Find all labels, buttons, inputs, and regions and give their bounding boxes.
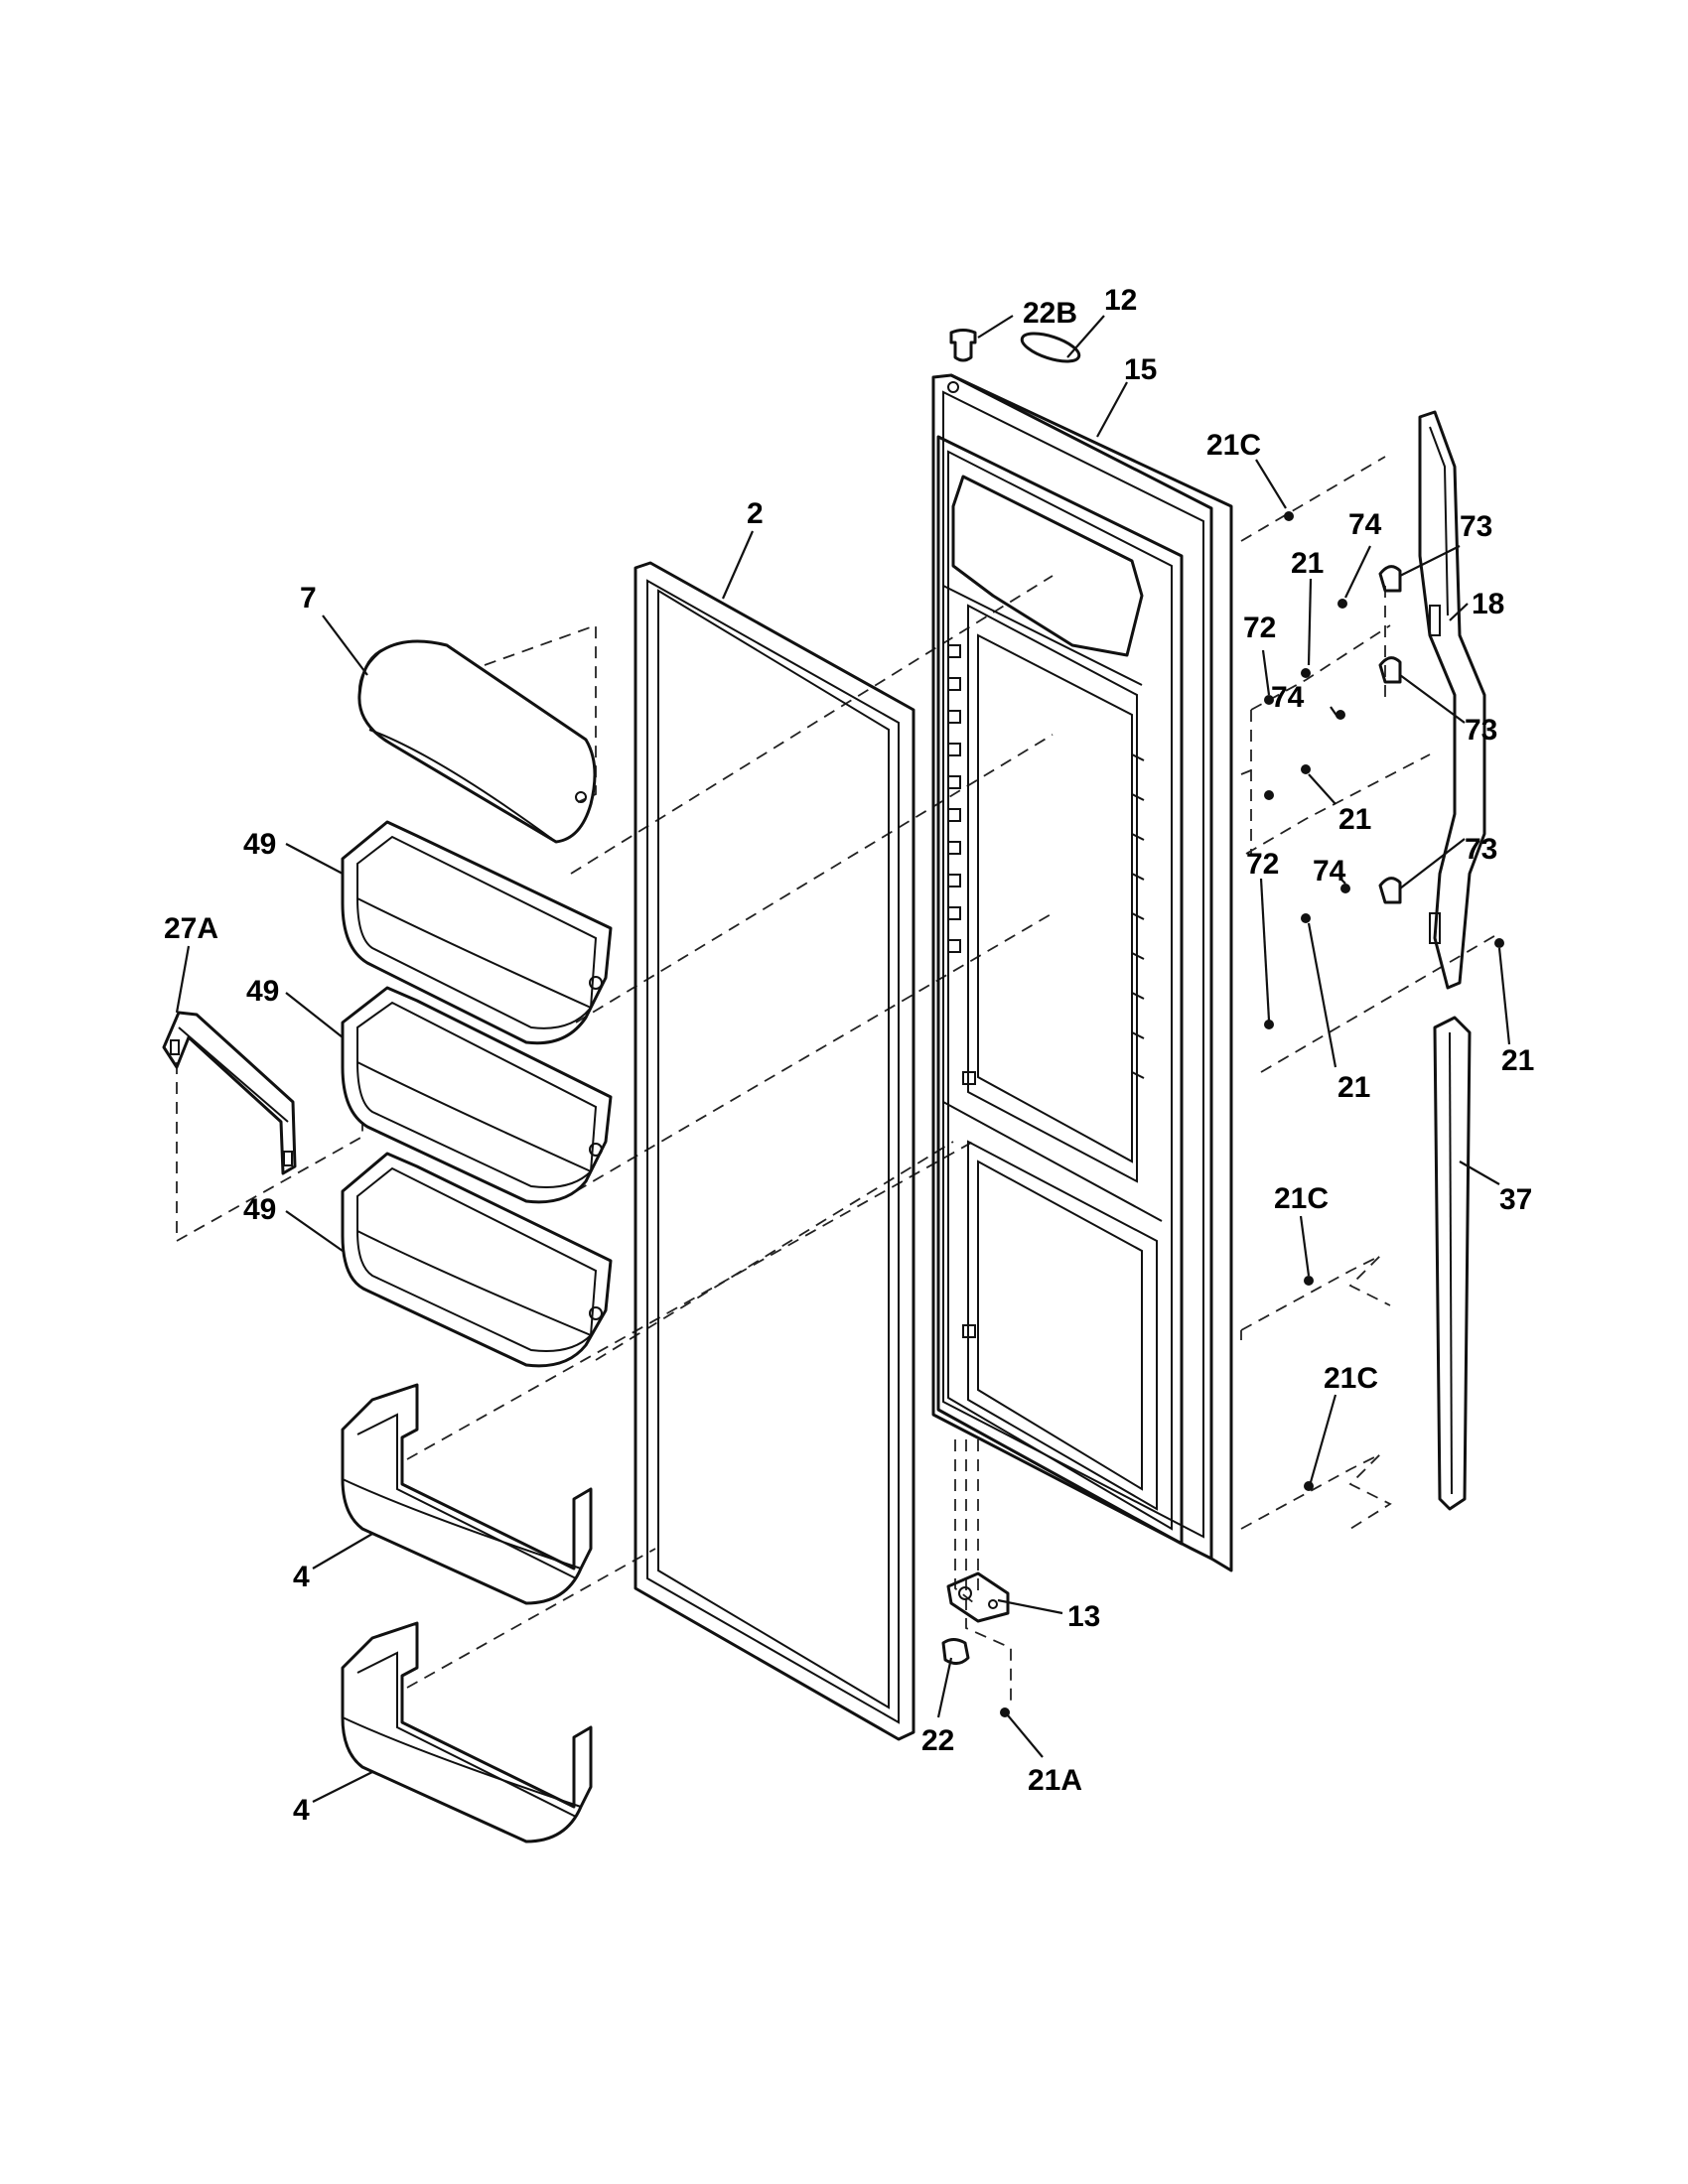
callout-4-b: 4	[293, 1794, 310, 1827]
door-handle	[1418, 410, 1486, 990]
callout-72-b: 72	[1246, 848, 1279, 881]
callout-13: 13	[1067, 1600, 1100, 1633]
gallon-bin-upper	[341, 1383, 593, 1605]
callout-74-b: 74	[1271, 681, 1305, 714]
callout-21-b: 21	[1338, 803, 1371, 836]
callout-49-c: 49	[243, 1193, 276, 1226]
callout-12: 12	[1104, 284, 1137, 317]
liner-ribs	[1131, 753, 1145, 1079]
door-bin-middle	[341, 986, 613, 1204]
callout-21-a: 21	[1291, 547, 1324, 580]
callout-21C-low: 21C	[1324, 1362, 1378, 1395]
bottom-hinge-plate	[946, 1571, 1010, 1623]
screws	[1000, 511, 1504, 1717]
callout-labels: 22B 12 15 21C 74 73 21 18 72 74 73 21 72…	[164, 284, 1534, 1827]
callout-15: 15	[1124, 353, 1157, 386]
gallon-bin-lower	[341, 1621, 593, 1843]
door-outer-frame	[931, 373, 1233, 1572]
callout-73-c: 73	[1465, 833, 1497, 866]
shelf-pegs	[947, 644, 976, 1338]
callout-73-a: 73	[1460, 510, 1492, 543]
callout-22: 22	[921, 1724, 954, 1757]
callout-21A: 21A	[1028, 1764, 1082, 1797]
shelf-retainer	[162, 1011, 297, 1175]
callout-18: 18	[1472, 588, 1504, 620]
callout-72-a: 72	[1243, 612, 1276, 644]
callout-27A: 27A	[164, 912, 218, 945]
callout-74-a: 74	[1348, 508, 1382, 541]
callout-4-a: 4	[293, 1561, 310, 1593]
top-hinge-bushing	[949, 329, 977, 362]
door-inner-liner	[936, 435, 1184, 1546]
callout-49-b: 49	[246, 975, 279, 1008]
callout-22B: 22B	[1023, 297, 1077, 330]
callout-74-c: 74	[1313, 855, 1346, 887]
dairy-compartment	[357, 639, 597, 844]
callout-21C-top: 21C	[1206, 429, 1261, 462]
door-bin-lower	[341, 1152, 613, 1368]
door-bin-upper	[341, 820, 613, 1045]
callout-21-d: 21	[1501, 1044, 1534, 1077]
callout-21C-mid: 21C	[1274, 1182, 1329, 1215]
alignment-lines	[176, 456, 1500, 1707]
callout-73-b: 73	[1465, 714, 1497, 747]
hinge-shim	[1020, 332, 1081, 363]
bottom-hinge-bushing	[941, 1638, 970, 1665]
door-gasket	[633, 561, 915, 1741]
handle-clips	[1378, 565, 1402, 904]
handle-trim	[1433, 1016, 1472, 1511]
callout-49-a: 49	[243, 828, 276, 861]
callout-21-c: 21	[1337, 1071, 1370, 1104]
callout-2: 2	[747, 497, 764, 530]
callout-37: 37	[1499, 1183, 1532, 1216]
callout-7: 7	[300, 582, 317, 614]
leader-lines	[175, 315, 1511, 1803]
